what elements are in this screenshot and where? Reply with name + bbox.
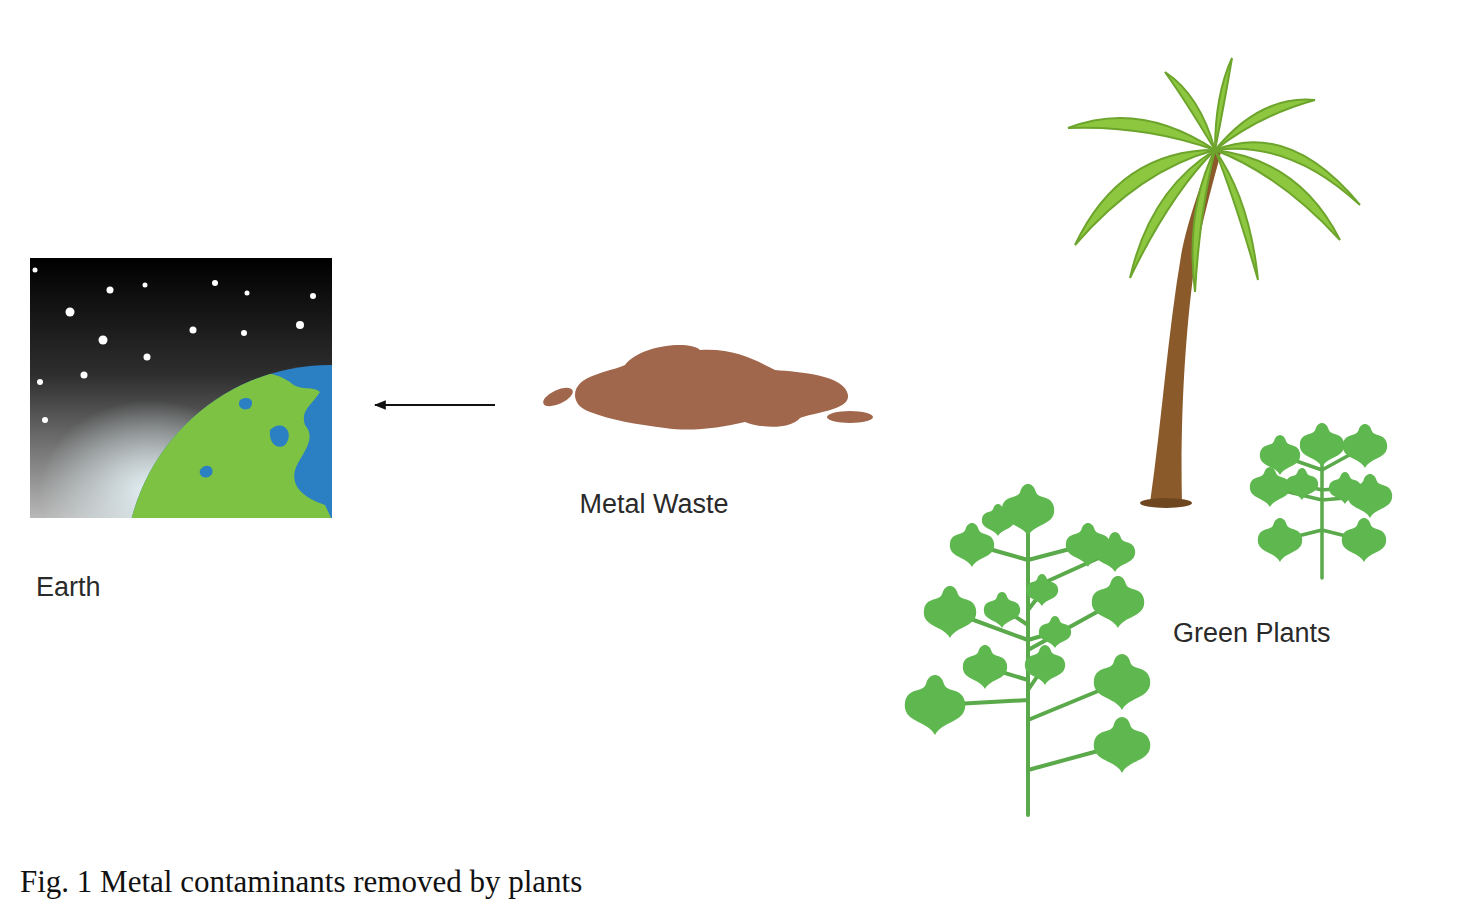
lake [239, 398, 252, 409]
star [245, 291, 250, 296]
puddle-drop [541, 384, 576, 410]
frond [1215, 100, 1315, 150]
leaf [1260, 435, 1300, 475]
leaf [1342, 518, 1386, 562]
palm-fronds [1068, 58, 1360, 292]
frond [1215, 58, 1232, 150]
leaf [1092, 576, 1144, 628]
leaf [1250, 467, 1290, 507]
star [190, 327, 197, 334]
palm-base [1140, 498, 1192, 508]
leaf [950, 523, 994, 567]
star [107, 287, 114, 294]
earth-node: Earth [30, 258, 375, 518]
frond [1068, 118, 1215, 150]
leaf [1026, 574, 1058, 606]
green-plants-node: Green Plants [900, 50, 1400, 825]
node-label: Earth [36, 573, 101, 603]
frond [1165, 72, 1215, 150]
leaf [1286, 468, 1318, 500]
continent [125, 372, 332, 518]
continents [125, 372, 332, 518]
star [37, 379, 43, 385]
star [310, 293, 316, 299]
leaf [924, 586, 976, 638]
cotton-plant [905, 484, 1150, 815]
leaf [905, 675, 965, 735]
lake [270, 425, 289, 446]
frond [1193, 150, 1216, 292]
leaf [1025, 645, 1065, 685]
flow-arrow [375, 404, 495, 406]
leaf [1300, 423, 1344, 467]
star [143, 283, 148, 288]
metal-waste-puddle [541, 345, 873, 430]
star [241, 330, 247, 336]
earth-picture [30, 258, 332, 518]
leaf [1329, 472, 1361, 504]
frond [1215, 150, 1258, 280]
puddle-drop [827, 411, 873, 423]
leaf [1095, 532, 1135, 572]
node-label: Metal Waste [579, 490, 728, 520]
plant-stem [937, 505, 1120, 815]
star [42, 417, 48, 423]
frond [1215, 150, 1340, 240]
star [33, 268, 38, 273]
star [99, 336, 108, 345]
leaf [982, 504, 1014, 536]
star [66, 308, 75, 317]
leaf [1002, 484, 1054, 536]
leaf [984, 592, 1020, 628]
star [296, 321, 304, 329]
small-plant [1250, 423, 1392, 578]
palm-tree [1068, 58, 1360, 508]
plant-leaves [1250, 423, 1392, 562]
leaf [1094, 654, 1150, 710]
globe-ocean [125, 365, 332, 518]
star [212, 280, 218, 286]
leaf [963, 645, 1007, 689]
metal-waste-node: Metal Waste [495, 340, 880, 470]
node-label: Green Plants [1173, 619, 1331, 649]
lake [200, 466, 213, 478]
leaf [1039, 616, 1071, 648]
figure-caption: Fig. 1 Metal contaminants removed by pla… [20, 864, 582, 900]
leaf [1343, 424, 1387, 468]
plant-leaves [905, 484, 1150, 773]
leaf [1094, 717, 1150, 773]
leaf [1258, 518, 1302, 562]
star [144, 354, 151, 361]
star [81, 372, 88, 379]
puddle-body [575, 345, 848, 430]
frond [1215, 142, 1360, 205]
